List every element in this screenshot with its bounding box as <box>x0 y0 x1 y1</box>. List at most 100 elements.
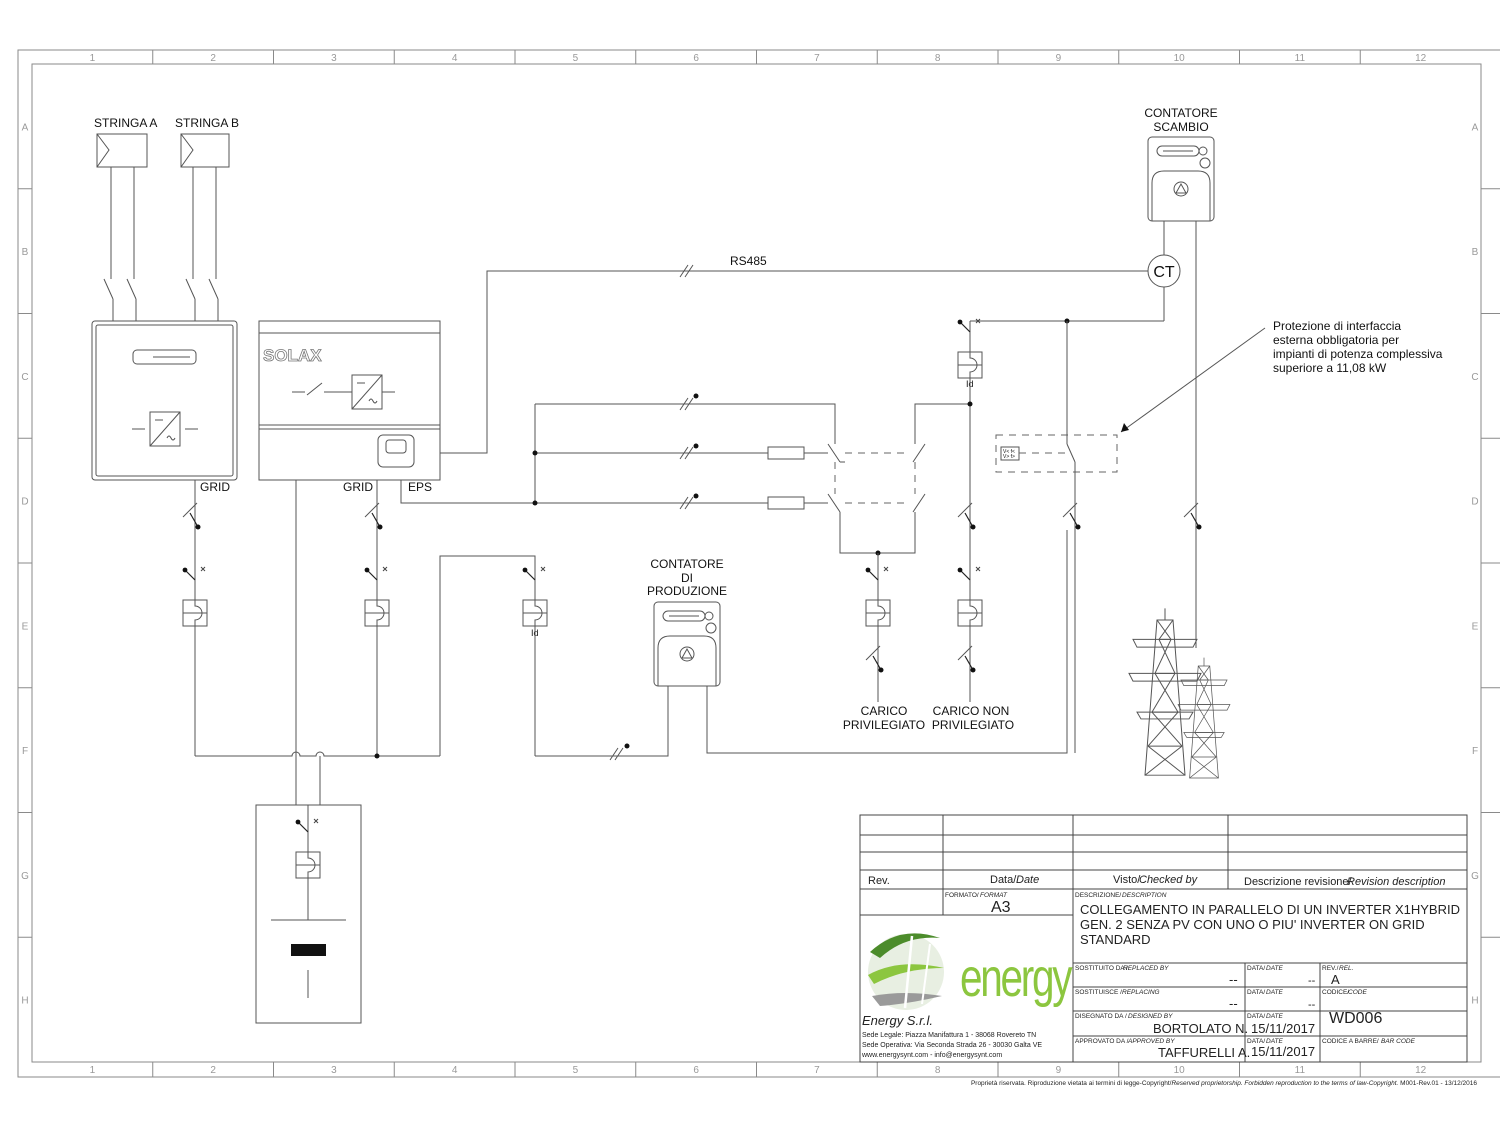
checked-header: Visto/ <box>1113 874 1141 886</box>
zone-column-label: 2 <box>210 1065 216 1076</box>
format-value: A3 <box>991 899 1011 916</box>
designed-by-label: DISEGNATO DA / <box>1075 1013 1127 1020</box>
exchange-meter-icon <box>1147 136 1215 222</box>
zone-row-label: D <box>1471 497 1478 508</box>
zone-column-label: 9 <box>1056 53 1062 64</box>
grid-pylon-icon <box>1128 607 1231 779</box>
rev-value: A <box>1331 972 1340 987</box>
description-line: GEN. 2 SENZA PV CON UNO O PIU' INVERTER … <box>1080 917 1425 932</box>
date-label-en: DATE <box>1266 1038 1284 1045</box>
date-designed-value: 15/11/2017 <box>1251 1021 1315 1036</box>
rs485-label: RS485 <box>730 254 767 268</box>
protection-note-line: superiore a 11,08 kW <box>1273 361 1387 375</box>
zone-row-label: H <box>1471 996 1478 1007</box>
string-a-label: STRINGA A <box>94 116 157 130</box>
rev-label-en: REL. <box>1339 965 1354 972</box>
zone-column-label: 4 <box>452 53 458 64</box>
format-label-en: FORMAT <box>980 892 1008 899</box>
zone-column-label: 1 <box>90 1065 96 1076</box>
company-name: Energy S.r.l. <box>862 1013 933 1028</box>
zone-row-label: E <box>1472 621 1479 632</box>
zone-column-label: 5 <box>573 1065 579 1076</box>
logo-wordmark: energy <box>960 948 1073 1008</box>
production-meter-icon <box>653 601 721 687</box>
privileged-load-label-1: CARICO <box>861 704 908 718</box>
production-meter: CONTATORE DI PRODUZIONE <box>647 557 727 687</box>
zone-column-label: 1 <box>90 53 96 64</box>
ct-sensor: CT <box>1147 254 1181 321</box>
replacing-label: SOSTITUISCE / <box>1075 989 1122 996</box>
privileged-load-label-2: PRIVILEGIATO <box>843 718 925 732</box>
zone-column-label: 8 <box>935 1065 941 1076</box>
protection-note-line: Protezione di interfaccia <box>1273 319 1401 333</box>
replaced-by-value: -- <box>1229 972 1238 987</box>
date-header: Data/ <box>990 874 1017 886</box>
date-label: DATA/ <box>1247 989 1265 996</box>
wiring: Id V< f< V> f> <box>182 318 1266 805</box>
designed-by-label-en: DESIGNED BY <box>1128 1013 1173 1020</box>
zone-column-label: 7 <box>814 1065 820 1076</box>
copyright-prefix: Proprietà riservata. Riproduzione vietat… <box>971 1080 1172 1087</box>
replaced-by-label: SOSTITUITO DA / <box>1075 965 1128 972</box>
copyright-suffix: M001-Rev.01 - 13/12/2016 <box>1398 1080 1477 1087</box>
zone-row-label: C <box>1471 372 1478 383</box>
non-privileged-load-label-1: CARICO NON <box>933 704 1010 718</box>
zone-column-label: 11 <box>1295 1065 1306 1076</box>
ct-label: CT <box>1153 264 1175 281</box>
rev-label: REV./ <box>1322 965 1339 972</box>
description-line: STANDARD <box>1080 932 1151 947</box>
rev-header: Rev. <box>868 875 890 887</box>
zone-column-label: 12 <box>1415 1065 1427 1076</box>
battery-panel <box>255 804 362 1024</box>
approved-by-value: TAFFURELLI A. <box>1158 1045 1250 1060</box>
zone-row-label: E <box>22 621 29 632</box>
zone-column-label: 12 <box>1415 53 1427 64</box>
replaced-by-label-en: REPLACED BY <box>1123 965 1169 972</box>
eps-label: EPS <box>408 480 432 494</box>
zone-column-label: 9 <box>1056 1065 1062 1076</box>
zone-column-label: 6 <box>693 53 699 64</box>
zone-row-label: F <box>22 746 28 757</box>
protection-note-line: impianti di potenza complessiva <box>1273 347 1443 361</box>
pv-panel-icon <box>96 133 148 168</box>
pv-string-a: STRINGA A <box>94 116 157 279</box>
checked-header-en: Checked by <box>1139 874 1199 886</box>
zone-row-label: A <box>22 122 29 133</box>
code-value: WD006 <box>1329 1010 1382 1027</box>
exchange-meter-label-1: CONTATORE <box>1144 106 1217 120</box>
zone-column-label: 3 <box>331 53 337 64</box>
string-b-label: STRINGA B <box>175 116 239 130</box>
revision-description-header-en: Revision description <box>1347 876 1445 888</box>
approved-by-label: APPROVATO DA / <box>1075 1038 1129 1045</box>
zone-column-label: 4 <box>452 1065 458 1076</box>
load-labels: CARICO PRIVILEGIATO CARICO NON PRIVILEGI… <box>843 704 1014 732</box>
date-approved-value: 15/11/2017 <box>1251 1044 1315 1059</box>
code-label-en: CODE <box>1348 989 1367 996</box>
date-label: DATA/ <box>1247 965 1265 972</box>
protection-note-line: esterna obbligatoria per <box>1273 333 1399 347</box>
grid-label-solax: GRID <box>343 480 373 494</box>
replacing-value: -- <box>1229 996 1238 1011</box>
zone-column-label: 10 <box>1174 1065 1186 1076</box>
copyright-notice: Proprietà riservata. Riproduzione vietat… <box>971 1080 1477 1087</box>
zone-row-label: C <box>21 372 28 383</box>
solax-hybrid-inverter: SOLAX GRID EPS <box>258 320 441 494</box>
zone-row-label: G <box>21 871 29 882</box>
fuse-icon <box>767 446 805 460</box>
pv-string-b: STRINGA B <box>175 116 239 279</box>
zone-column-label: 10 <box>1174 53 1186 64</box>
grid-label-inverter: GRID <box>200 480 230 494</box>
zone-column-label: 5 <box>573 53 579 64</box>
approved-by-label-en: APPROVED BY <box>1127 1038 1175 1045</box>
code-label: CODICE/ <box>1322 989 1349 996</box>
barcode-label: CODICE A BARRE/ <box>1322 1038 1379 1045</box>
zone-column-label: 8 <box>935 53 941 64</box>
zone-row-label: A <box>1472 122 1479 133</box>
zone-column-label: 6 <box>693 1065 699 1076</box>
on-grid-inverter: GRID <box>91 320 238 494</box>
copyright-italic: Reserved proprietorship. Forbidden repro… <box>1171 1080 1398 1087</box>
designed-by-value: BORTOLATO N. <box>1153 1021 1248 1036</box>
exchange-meter-label-2: SCAMBIO <box>1153 120 1208 134</box>
